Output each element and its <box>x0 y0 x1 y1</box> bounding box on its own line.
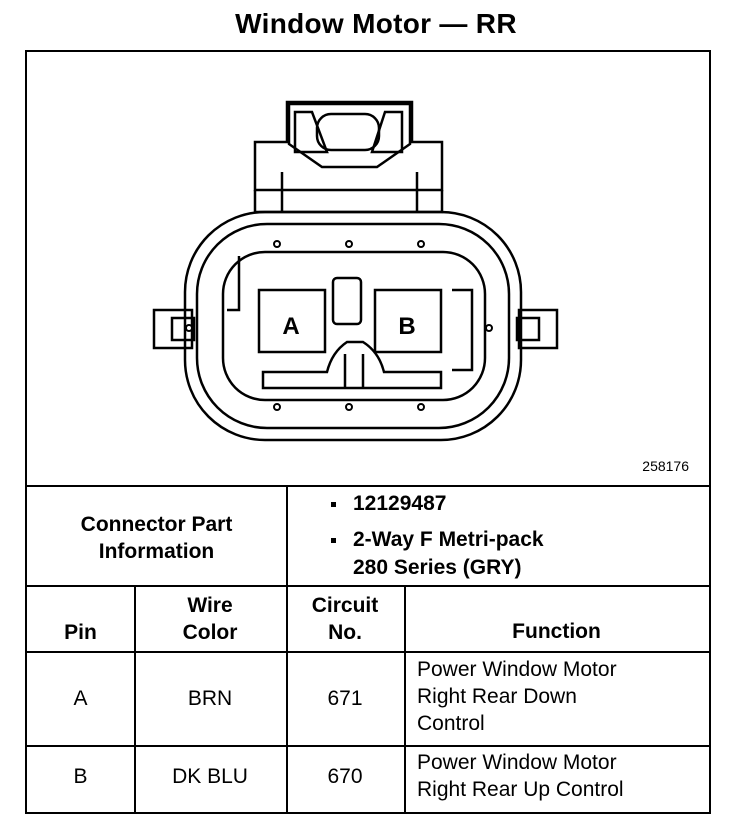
connector-frame: A B 258176 Connector Part Information 12… <box>25 50 711 814</box>
figure-number: 258176 <box>642 458 689 474</box>
row-b-pin: B <box>73 765 88 788</box>
part-info-list: 12129487 2-Way F Metri-pack 280 Series (… <box>327 490 544 582</box>
divider <box>27 651 709 653</box>
row-a-wire-color: BRN <box>187 687 233 710</box>
part-number-item: 12129487 <box>327 490 544 518</box>
divider <box>27 745 709 747</box>
row-a-circuit: 671 <box>327 687 363 710</box>
connector-type-item: 2-Way F Metri-pack <box>327 526 544 554</box>
row-a-function: Power Window Motor Right Rear Down Contr… <box>417 658 617 735</box>
part-info-label: Connector Part Information <box>80 513 233 563</box>
header-function: Function <box>512 620 601 643</box>
page-title: Window Motor — RR <box>235 8 517 39</box>
header-wire-color: Wire Color <box>182 594 238 644</box>
row-b-circuit: 670 <box>327 765 363 788</box>
connector-diagram: A B 258176 <box>27 52 709 485</box>
divider <box>404 585 406 814</box>
divider <box>286 485 288 585</box>
row-b-wire-color: DK BLU <box>172 765 248 788</box>
header-pin: Pin <box>64 621 97 644</box>
divider <box>286 585 288 814</box>
pin-label-a: A <box>282 313 299 340</box>
pin-label-b: B <box>398 313 415 340</box>
row-a-pin: A <box>73 687 88 710</box>
divider <box>27 485 709 487</box>
connector-face-drawing: A B <box>152 100 559 442</box>
row-b-function: Power Window Motor Right Rear Up Control <box>417 751 624 801</box>
header-circuit: Circuit No. <box>311 594 379 644</box>
divider <box>134 585 136 814</box>
divider <box>27 585 709 587</box>
